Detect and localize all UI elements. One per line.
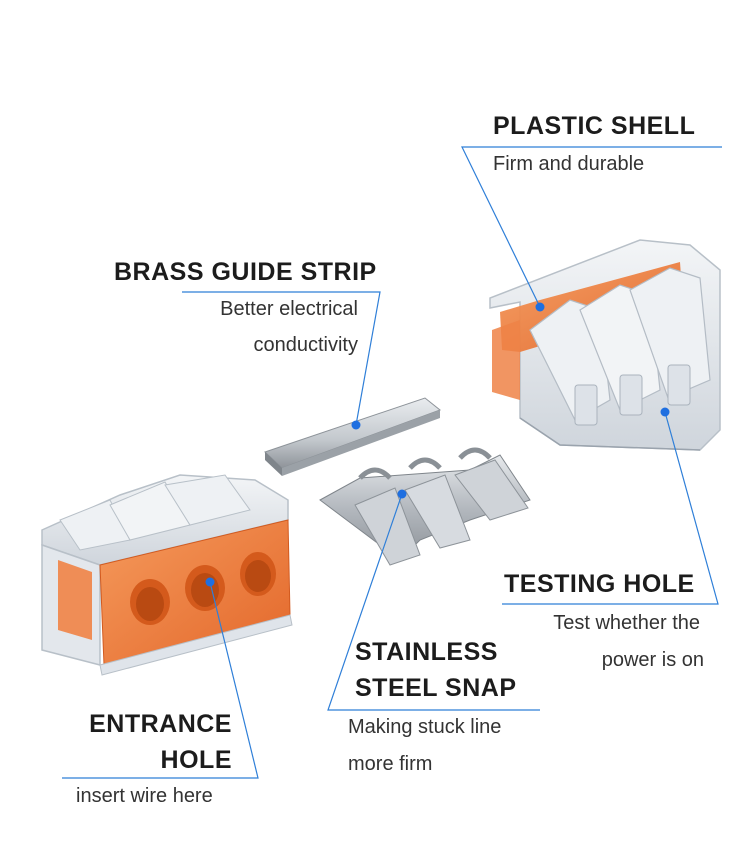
connector-shell-icon xyxy=(489,239,721,451)
leader-brass-strip xyxy=(182,291,381,426)
steel-snap-title-line2: STEEL SNAP xyxy=(355,674,517,702)
leader-lines xyxy=(62,146,722,779)
entrance-hole-desc: insert wire here xyxy=(76,785,213,807)
callout-dot-icon xyxy=(205,302,670,587)
steel-snap-title-line1: STAINLESS xyxy=(355,638,498,666)
testing-hole-title: TESTING HOLE xyxy=(504,570,695,598)
leader-testing-hole xyxy=(502,411,719,605)
entrance-hole-title-line1: ENTRANCE xyxy=(89,710,232,738)
entrance-hole-title-line2: HOLE xyxy=(160,746,232,774)
brass-strip-desc-line2: conductivity xyxy=(253,334,359,356)
brass-strip-icon xyxy=(264,397,442,476)
steel-snap-desc-line1: Making stuck line xyxy=(348,716,502,738)
brass-strip-desc-line1: Better electrical xyxy=(220,298,358,320)
steel-snap-icon xyxy=(319,447,531,566)
steel-snap-desc-line2: more firm xyxy=(348,753,433,775)
brass-strip-title: BRASS GUIDE STRIP xyxy=(114,258,377,286)
connector-front-icon xyxy=(41,474,293,676)
plastic-shell-desc: Firm and durable xyxy=(493,153,645,175)
leader-steel-snap xyxy=(327,493,540,711)
leader-entrance-hole xyxy=(62,581,259,779)
testing-hole-desc-line1: Test whether the xyxy=(553,612,700,634)
plastic-shell-title: PLASTIC SHELL xyxy=(493,112,696,140)
leader-plastic-shell xyxy=(461,146,722,308)
testing-hole-desc-line2: power is on xyxy=(601,649,704,671)
